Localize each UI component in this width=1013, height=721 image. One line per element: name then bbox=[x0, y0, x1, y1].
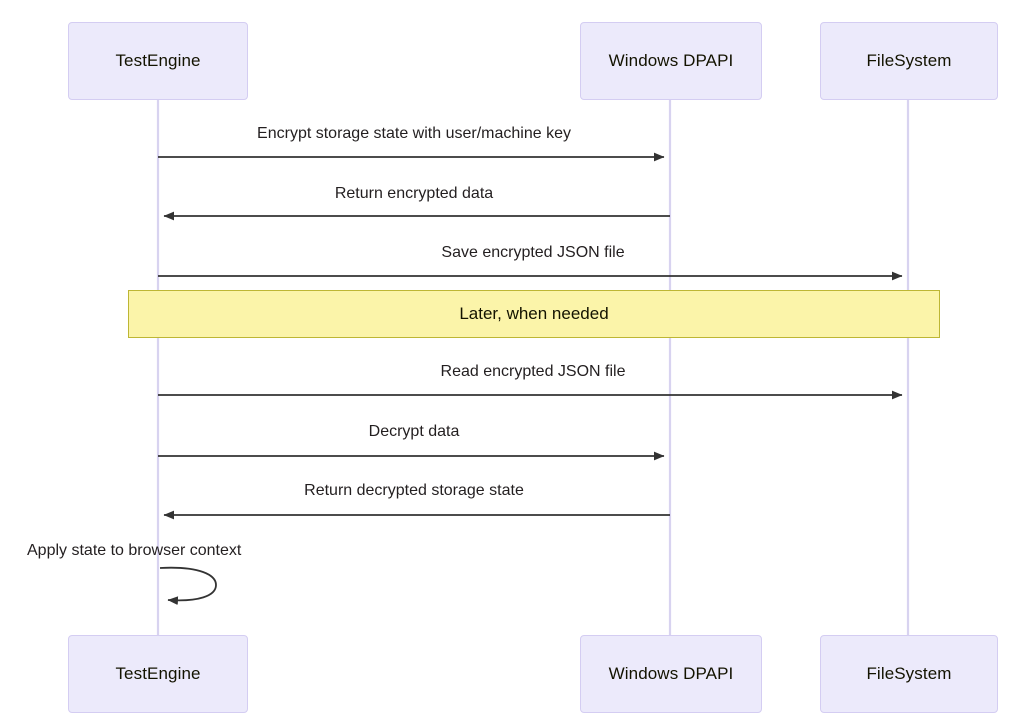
actor-box-filesystem-bottom[interactable]: FileSystem bbox=[820, 635, 998, 713]
message-label-7: Apply state to browser context bbox=[27, 542, 242, 559]
actor-label-test-engine-bottom: TestEngine bbox=[115, 664, 201, 683]
actor-label-windows-dpapi-bottom: Windows DPAPI bbox=[608, 664, 734, 683]
note-label: Later, when needed bbox=[459, 304, 609, 323]
message-label-6: Return decrypted storage state bbox=[304, 482, 524, 499]
message-arrows bbox=[158, 152, 903, 606]
actor-box-test-engine-top[interactable]: TestEngine bbox=[68, 22, 248, 100]
message-label-5: Decrypt data bbox=[368, 423, 460, 440]
actor-box-filesystem-top[interactable]: FileSystem bbox=[820, 22, 998, 100]
actor-box-test-engine-bottom[interactable]: TestEngine bbox=[68, 635, 248, 713]
actor-box-windows-dpapi-bottom[interactable]: Windows DPAPI bbox=[580, 635, 762, 713]
actor-box-windows-dpapi-top[interactable]: Windows DPAPI bbox=[580, 22, 762, 100]
actor-label-filesystem-bottom: FileSystem bbox=[866, 664, 952, 683]
message-label-1: Encrypt storage state with user/machine … bbox=[257, 125, 571, 142]
message-label-4: Read encrypted JSON file bbox=[440, 363, 626, 380]
actor-label-test-engine-top: TestEngine bbox=[115, 51, 201, 70]
lifelines bbox=[156, 100, 910, 635]
message-label-2: Return encrypted data bbox=[334, 185, 494, 202]
message-label-3: Save encrypted JSON file bbox=[441, 244, 625, 261]
note-later-when-needed: Later, when needed bbox=[128, 290, 940, 338]
message-arrow-7-self-loop bbox=[159, 566, 217, 606]
actor-label-windows-dpapi-top: Windows DPAPI bbox=[608, 51, 734, 70]
actor-label-filesystem-top: FileSystem bbox=[866, 51, 952, 70]
